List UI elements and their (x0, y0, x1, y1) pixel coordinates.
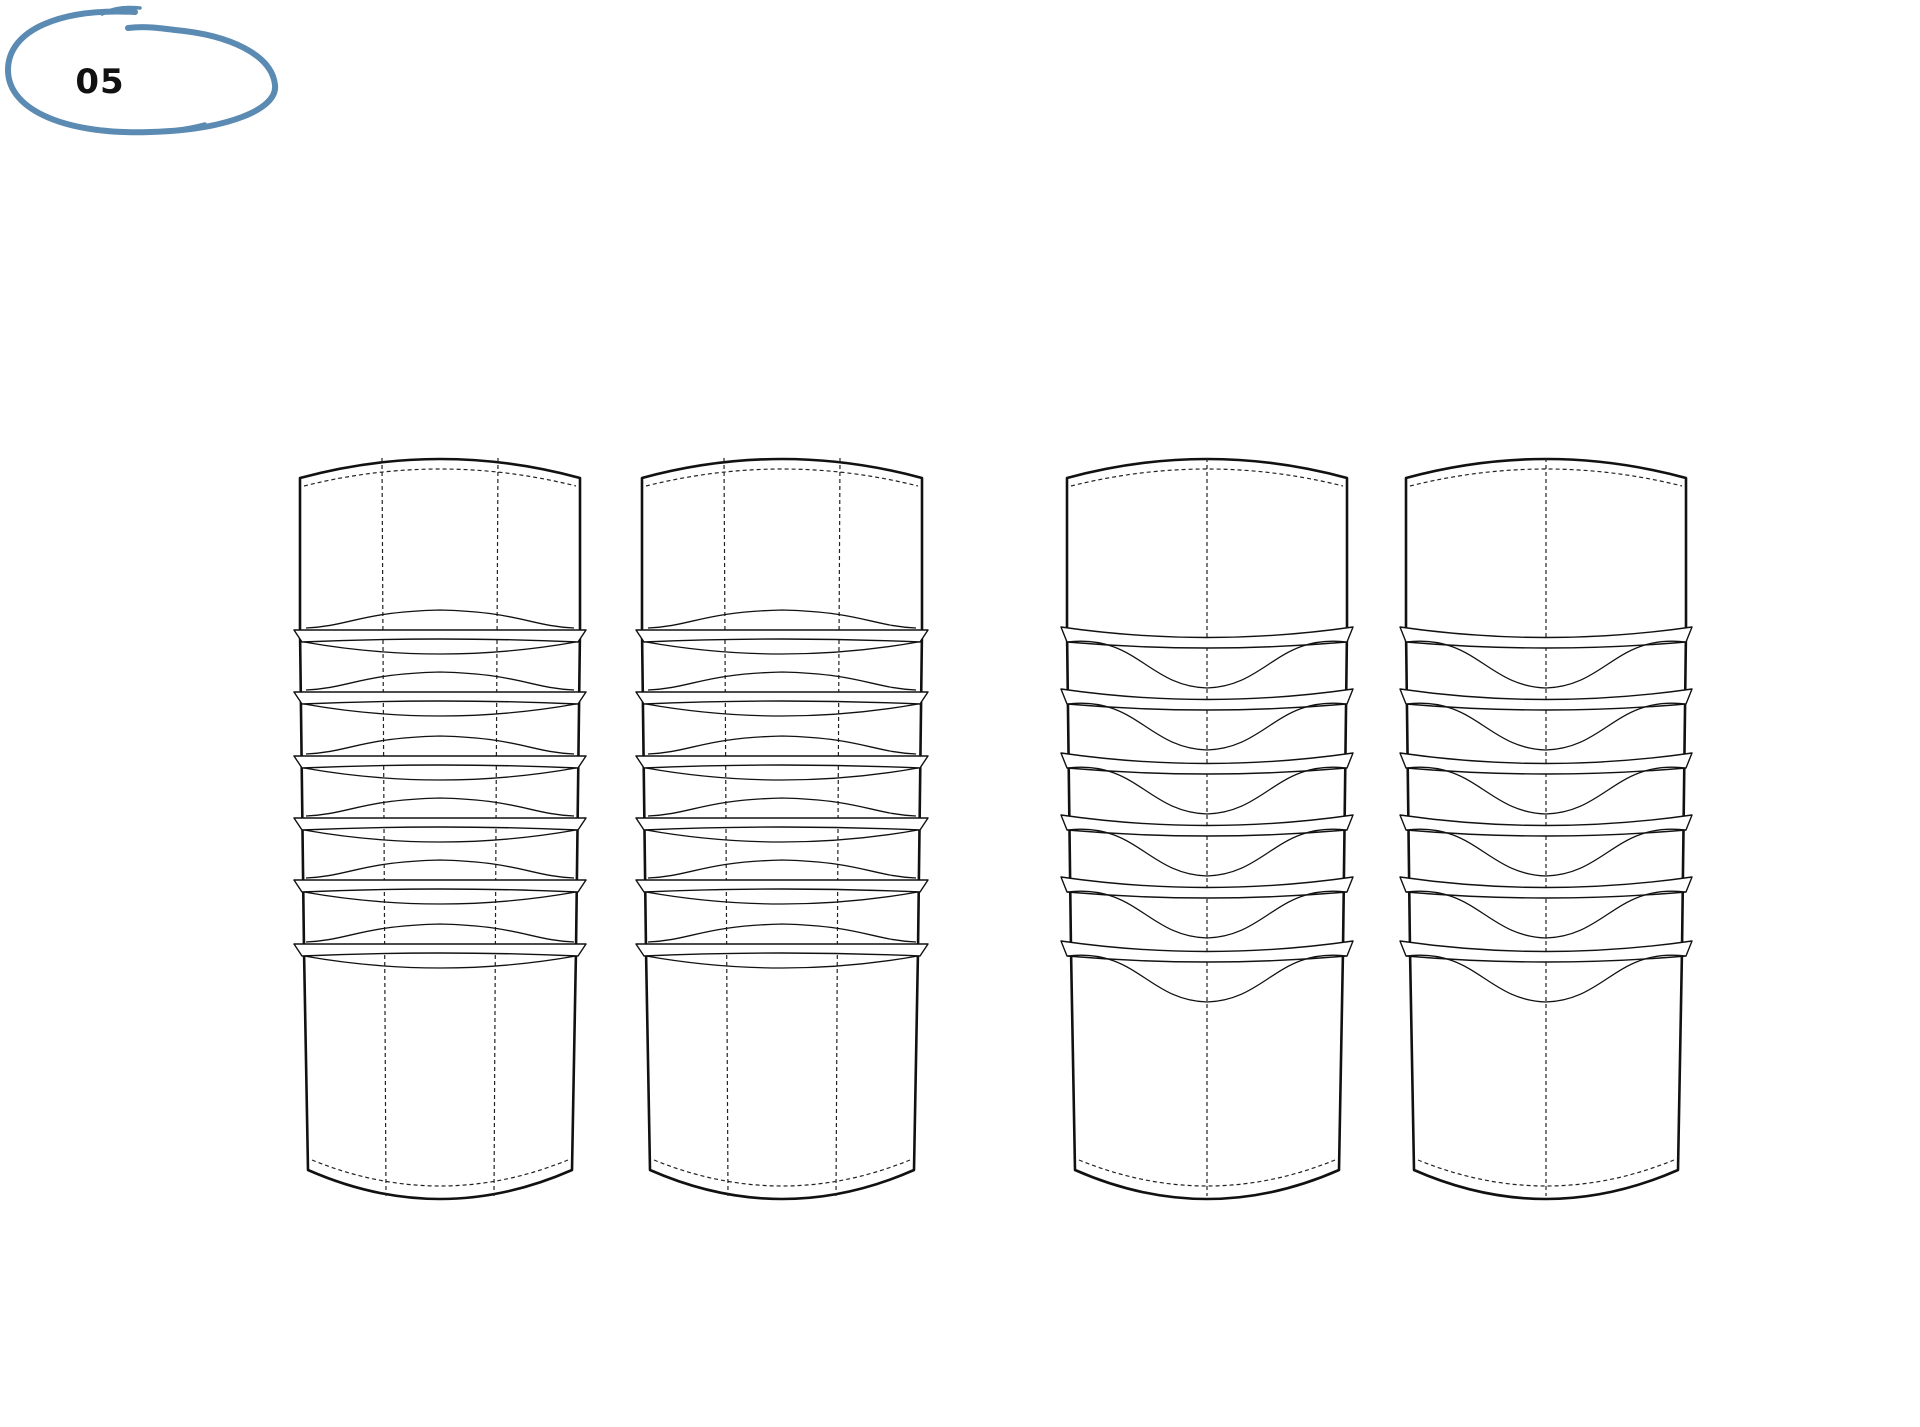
pleat-band (1060, 752, 1354, 775)
pleat-fold (647, 671, 917, 691)
pleat-drape (1066, 702, 1348, 751)
pleat-drape (1405, 890, 1687, 939)
top-stitch-line (1070, 468, 1344, 487)
pleat-fold (647, 735, 917, 755)
pleat (293, 609, 587, 655)
pleat-underside (303, 891, 577, 905)
pleat-band (293, 691, 587, 705)
pleat-drape (1066, 954, 1348, 1003)
pleat-underside (645, 641, 919, 655)
pleat-fold (647, 923, 917, 943)
pleat-band (293, 629, 587, 643)
pleat-band (1399, 752, 1693, 775)
pleat-band (1060, 688, 1354, 711)
pleat-underside (303, 955, 577, 969)
pleat-band (1399, 814, 1693, 837)
pleat-band (635, 629, 929, 643)
pleat (1399, 876, 1693, 939)
pleat-underside (645, 829, 919, 843)
pleat (1399, 626, 1693, 689)
pleat (635, 735, 929, 781)
pleat-band (1060, 940, 1354, 963)
pleat (293, 923, 587, 969)
pleat (635, 797, 929, 843)
sleeve-outline (640, 457, 924, 1201)
top-stitch-line (1409, 468, 1683, 487)
pleat-band (635, 817, 929, 831)
sleeve-outline (298, 457, 582, 1201)
pleat-underside (645, 891, 919, 905)
pleat (635, 671, 929, 717)
pleat-band (1060, 626, 1354, 649)
pleat-band (293, 943, 587, 957)
pleat-fold (647, 609, 917, 629)
pleat-underside (645, 955, 919, 969)
pleat (1060, 752, 1354, 815)
pleat-fold (305, 735, 575, 755)
pleat (1399, 940, 1693, 1003)
pleat-underside (645, 703, 919, 717)
pleat-fold (305, 797, 575, 817)
pleat (1060, 876, 1354, 939)
page-number: 05 (75, 62, 125, 102)
pleat (635, 923, 929, 969)
pleat-band (1399, 626, 1693, 649)
pleat-fold (647, 797, 917, 817)
hand-drawn-ellipse-stroke-icon (100, 5, 207, 134)
top-stitch-line (303, 468, 577, 487)
pleat (1060, 688, 1354, 751)
pleat-drape (1405, 702, 1687, 751)
top-stitch-line (645, 468, 919, 487)
pleat-underside (303, 829, 577, 843)
pleat (1399, 688, 1693, 751)
pleat-drape (1405, 954, 1687, 1003)
pleat-band (635, 879, 929, 893)
pleat-band (635, 755, 929, 769)
pleat-band (1399, 876, 1693, 899)
pleat-fold (305, 671, 575, 691)
pleat (293, 859, 587, 905)
pleat-underside (645, 767, 919, 781)
sleeve-sketch-3 (1060, 457, 1354, 1201)
pleat (293, 671, 587, 717)
pleat-underside (303, 641, 577, 655)
pleat (1399, 752, 1693, 815)
sleeve-sketch-2 (635, 457, 929, 1201)
pleat-drape (1066, 766, 1348, 815)
pleat-drape (1066, 828, 1348, 877)
pleat (635, 609, 929, 655)
pleat (1060, 814, 1354, 877)
pleat (293, 797, 587, 843)
sleeve-sketch-4 (1399, 457, 1693, 1201)
badge-ellipse (4, 5, 279, 136)
pleat-drape (1405, 828, 1687, 877)
pleat-fold (305, 859, 575, 879)
pleat (1399, 814, 1693, 877)
pleat-drape (1066, 890, 1348, 939)
pleat-band (293, 879, 587, 893)
pleat-band (1060, 876, 1354, 899)
pleat-band (1399, 688, 1693, 711)
pleat-band (293, 817, 587, 831)
pleat-drape (1405, 640, 1687, 689)
pleat-drape (1066, 640, 1348, 689)
pleat (635, 859, 929, 905)
pleat (293, 735, 587, 781)
pleat-fold (305, 923, 575, 943)
pleat-underside (303, 703, 577, 717)
sleeve-sketch-1 (293, 457, 587, 1201)
pleat (1060, 626, 1354, 689)
pleat-band (1060, 814, 1354, 837)
pleat-band (635, 691, 929, 705)
pleat-band (1399, 940, 1693, 963)
pleat-drape (1405, 766, 1687, 815)
pleat (1060, 940, 1354, 1003)
pleat-underside (303, 767, 577, 781)
pleat-band (293, 755, 587, 769)
pleat-band (635, 943, 929, 957)
pleat-fold (305, 609, 575, 629)
pleat-fold (647, 859, 917, 879)
